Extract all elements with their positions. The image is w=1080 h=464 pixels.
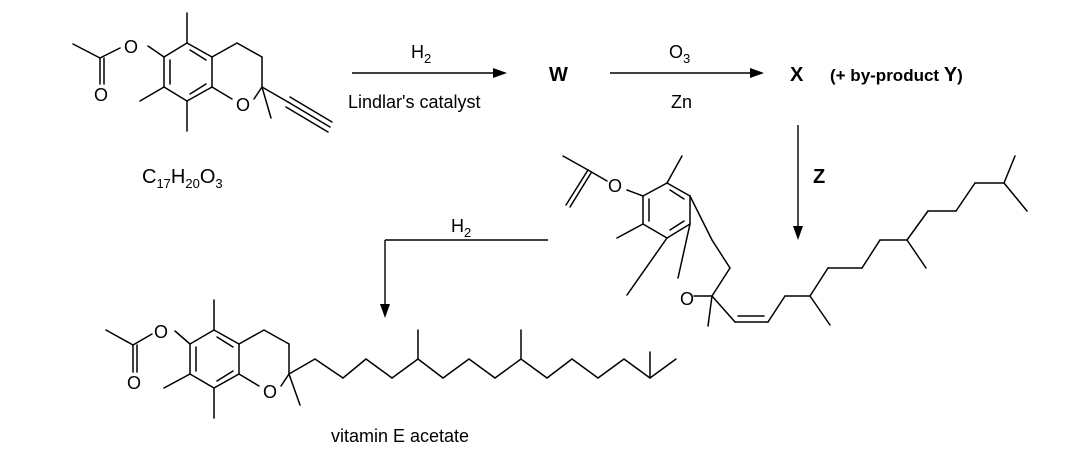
reagent-h2: H2 [451, 216, 471, 240]
compound-label-w: W [549, 64, 568, 86]
reagent-h2: H2 [411, 42, 431, 66]
quaternary-substituents [261, 86, 333, 133]
reaction-arrow-2 [610, 68, 764, 78]
reaction-arrow-4 [380, 239, 548, 318]
reagent-ozone: O3 [669, 42, 690, 66]
acetoxy-group [562, 155, 644, 208]
vitamin-e-acetate-structure: O O O [105, 299, 677, 419]
reaction-arrow-3 [793, 125, 803, 240]
chroman-ring [211, 42, 263, 100]
atom-oxygen: O [263, 382, 277, 402]
atom-oxygen: O [680, 289, 694, 309]
atom-oxygen: O [154, 322, 168, 342]
aromatic-ring [163, 42, 213, 102]
ring-methyls [163, 299, 215, 419]
acetoxy-group [105, 329, 191, 373]
aromatic-ring [189, 329, 240, 389]
side-chain [707, 155, 1028, 327]
ring-methyls [616, 155, 683, 296]
acetoxy-group [72, 43, 165, 85]
atom-oxygen: O [608, 176, 622, 196]
ring-methyls [139, 12, 188, 132]
byproduct-note: (+ by-product Y) [830, 64, 963, 86]
aromatic-ring [642, 182, 691, 239]
chroman-ring [238, 329, 290, 387]
intermediate-alkene-structure: O O [562, 155, 1028, 327]
atom-oxygen: O [236, 95, 250, 115]
compound-label-x: X [790, 64, 804, 86]
atom-oxygen: O [94, 85, 108, 105]
phytyl-tail [288, 329, 677, 406]
reagent-lindlar-catalyst: Lindlar's catalyst [348, 92, 481, 112]
chroman-ring [677, 195, 731, 297]
reaction-arrow-1 [352, 68, 507, 78]
reagent-z: Z [813, 166, 825, 188]
atom-oxygen: O [124, 37, 138, 57]
product-name-label: vitamin E acetate [331, 426, 469, 446]
atom-oxygen: O [127, 373, 141, 393]
reagent-zinc: Zn [671, 92, 692, 112]
starting-material-structure: O O O [72, 12, 333, 133]
molecular-formula: C17H20O3 [142, 166, 223, 191]
